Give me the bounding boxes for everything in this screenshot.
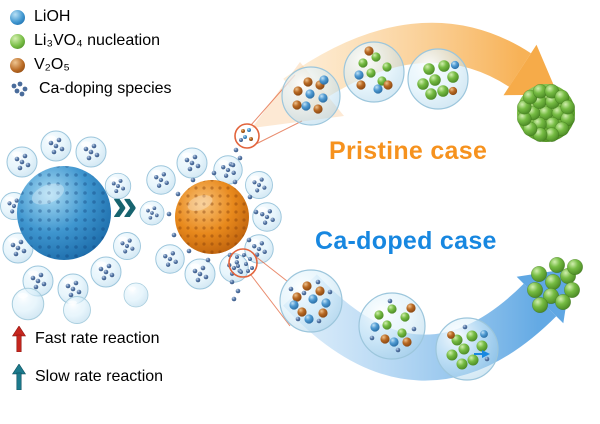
- slow-rate-arrow-icon: [12, 364, 26, 390]
- legend-label-ca-doping: Ca-doping species: [39, 80, 172, 97]
- fast-rate-arrow-icon: [12, 326, 26, 352]
- legend-label-v2o5: V₂O₅: [34, 56, 70, 73]
- legend-label-lioh: LiOH: [34, 8, 71, 25]
- legend-item-lioh: LiOH: [10, 8, 172, 26]
- pristine-step-2: [343, 41, 405, 103]
- cadoped-step-2: [358, 292, 426, 360]
- legend-item-li3vo4: Li₃VO₄ nucleation: [10, 32, 172, 50]
- fast-rate-label: Fast rate reaction: [35, 330, 160, 347]
- v2o5-droplet-sphere: [166, 147, 259, 302]
- rate-legend: Fast rate reaction Slow rate reaction: [12, 326, 163, 390]
- pristine-step-1: [281, 66, 341, 126]
- fast-rate-row: Fast rate reaction: [12, 326, 163, 352]
- pristine-case-label: Pristine case: [329, 137, 488, 165]
- cadoped-case-label: Ca-doped case: [315, 227, 497, 255]
- legend-item-v2o5: V₂O₅: [10, 56, 172, 74]
- legend-label-li3vo4: Li₃VO₄ nucleation: [34, 32, 161, 49]
- lioh-sphere-icon: [10, 9, 25, 25]
- materials-legend: LiOH Li₃VO₄ nucleation V₂O₅ Ca-doping sp…: [10, 8, 172, 98]
- v2o5-sphere-icon: [10, 57, 25, 73]
- pristine-step-3: [407, 48, 469, 110]
- slow-rate-label: Slow rate reaction: [35, 368, 164, 385]
- cadoped-step-1: [279, 269, 343, 333]
- lioh-droplet-sphere: [17, 166, 111, 260]
- li3vo4-sphere-icon: [10, 33, 25, 49]
- legend-item-ca-doping: Ca-doping species: [10, 80, 172, 98]
- ca-doping-cluster-icon: [11, 81, 28, 97]
- growth-arrow-icon: [474, 350, 490, 358]
- cadoped-step-3: [435, 317, 499, 381]
- pristine-final-particle: [516, 84, 576, 142]
- flow-chevron-icon: »: [112, 178, 138, 230]
- slow-rate-row: Slow rate reaction: [12, 364, 163, 390]
- cadoped-callout-circle: [228, 248, 291, 327]
